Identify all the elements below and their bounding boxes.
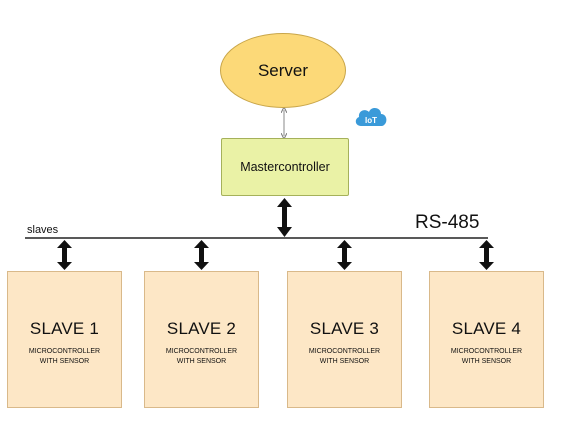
slave-4-box: SLAVE 4 MICROCONTROLLER WITH SENSOR	[429, 271, 544, 408]
slave-subtitle-line2: WITH SENSOR	[39, 358, 90, 365]
slave-3-box: SLAVE 3 MICROCONTROLLER WITH SENSOR	[287, 271, 402, 408]
slave-2-arrow	[194, 240, 209, 270]
slave-subtitle-line2: WITH SENSOR	[176, 358, 227, 365]
iot-badge-label: IoT	[365, 116, 377, 125]
server-label: Server	[257, 60, 309, 80]
slave-3-arrow	[337, 240, 352, 270]
slave-subtitle-line1: MICROCONTROLLER	[450, 348, 523, 355]
slave-subtitle-line1: MICROCONTROLLER	[165, 348, 238, 355]
slaves-bus-label: slaves	[27, 224, 59, 236]
cloud-iot-icon: IoT	[355, 108, 387, 126]
slave-title: SLAVE 4	[451, 319, 522, 338]
slave-subtitle-line2: WITH SENSOR	[319, 358, 370, 365]
master-bus-arrow	[277, 198, 292, 237]
slave-1-box: SLAVE 1 MICROCONTROLLER WITH SENSOR	[7, 271, 122, 408]
slave-subtitle-line1: MICROCONTROLLER	[28, 348, 101, 355]
slave-2-box: SLAVE 2 MICROCONTROLLER WITH SENSOR	[144, 271, 259, 408]
rs485-label: RS-485	[415, 212, 480, 233]
slave-4-arrow	[479, 240, 494, 270]
slave-subtitle-line1: MICROCONTROLLER	[308, 348, 381, 355]
slave-1-arrow	[57, 240, 72, 270]
slave-subtitle-line2: WITH SENSOR	[461, 358, 512, 365]
slave-title: SLAVE 1	[29, 319, 100, 338]
server-node: Server	[220, 33, 346, 108]
slave-title: SLAVE 2	[166, 319, 237, 338]
mastercontroller-node: Mastercontroller	[221, 138, 349, 196]
mastercontroller-label: Mastercontroller	[240, 160, 330, 174]
slave-title: SLAVE 3	[309, 319, 380, 338]
